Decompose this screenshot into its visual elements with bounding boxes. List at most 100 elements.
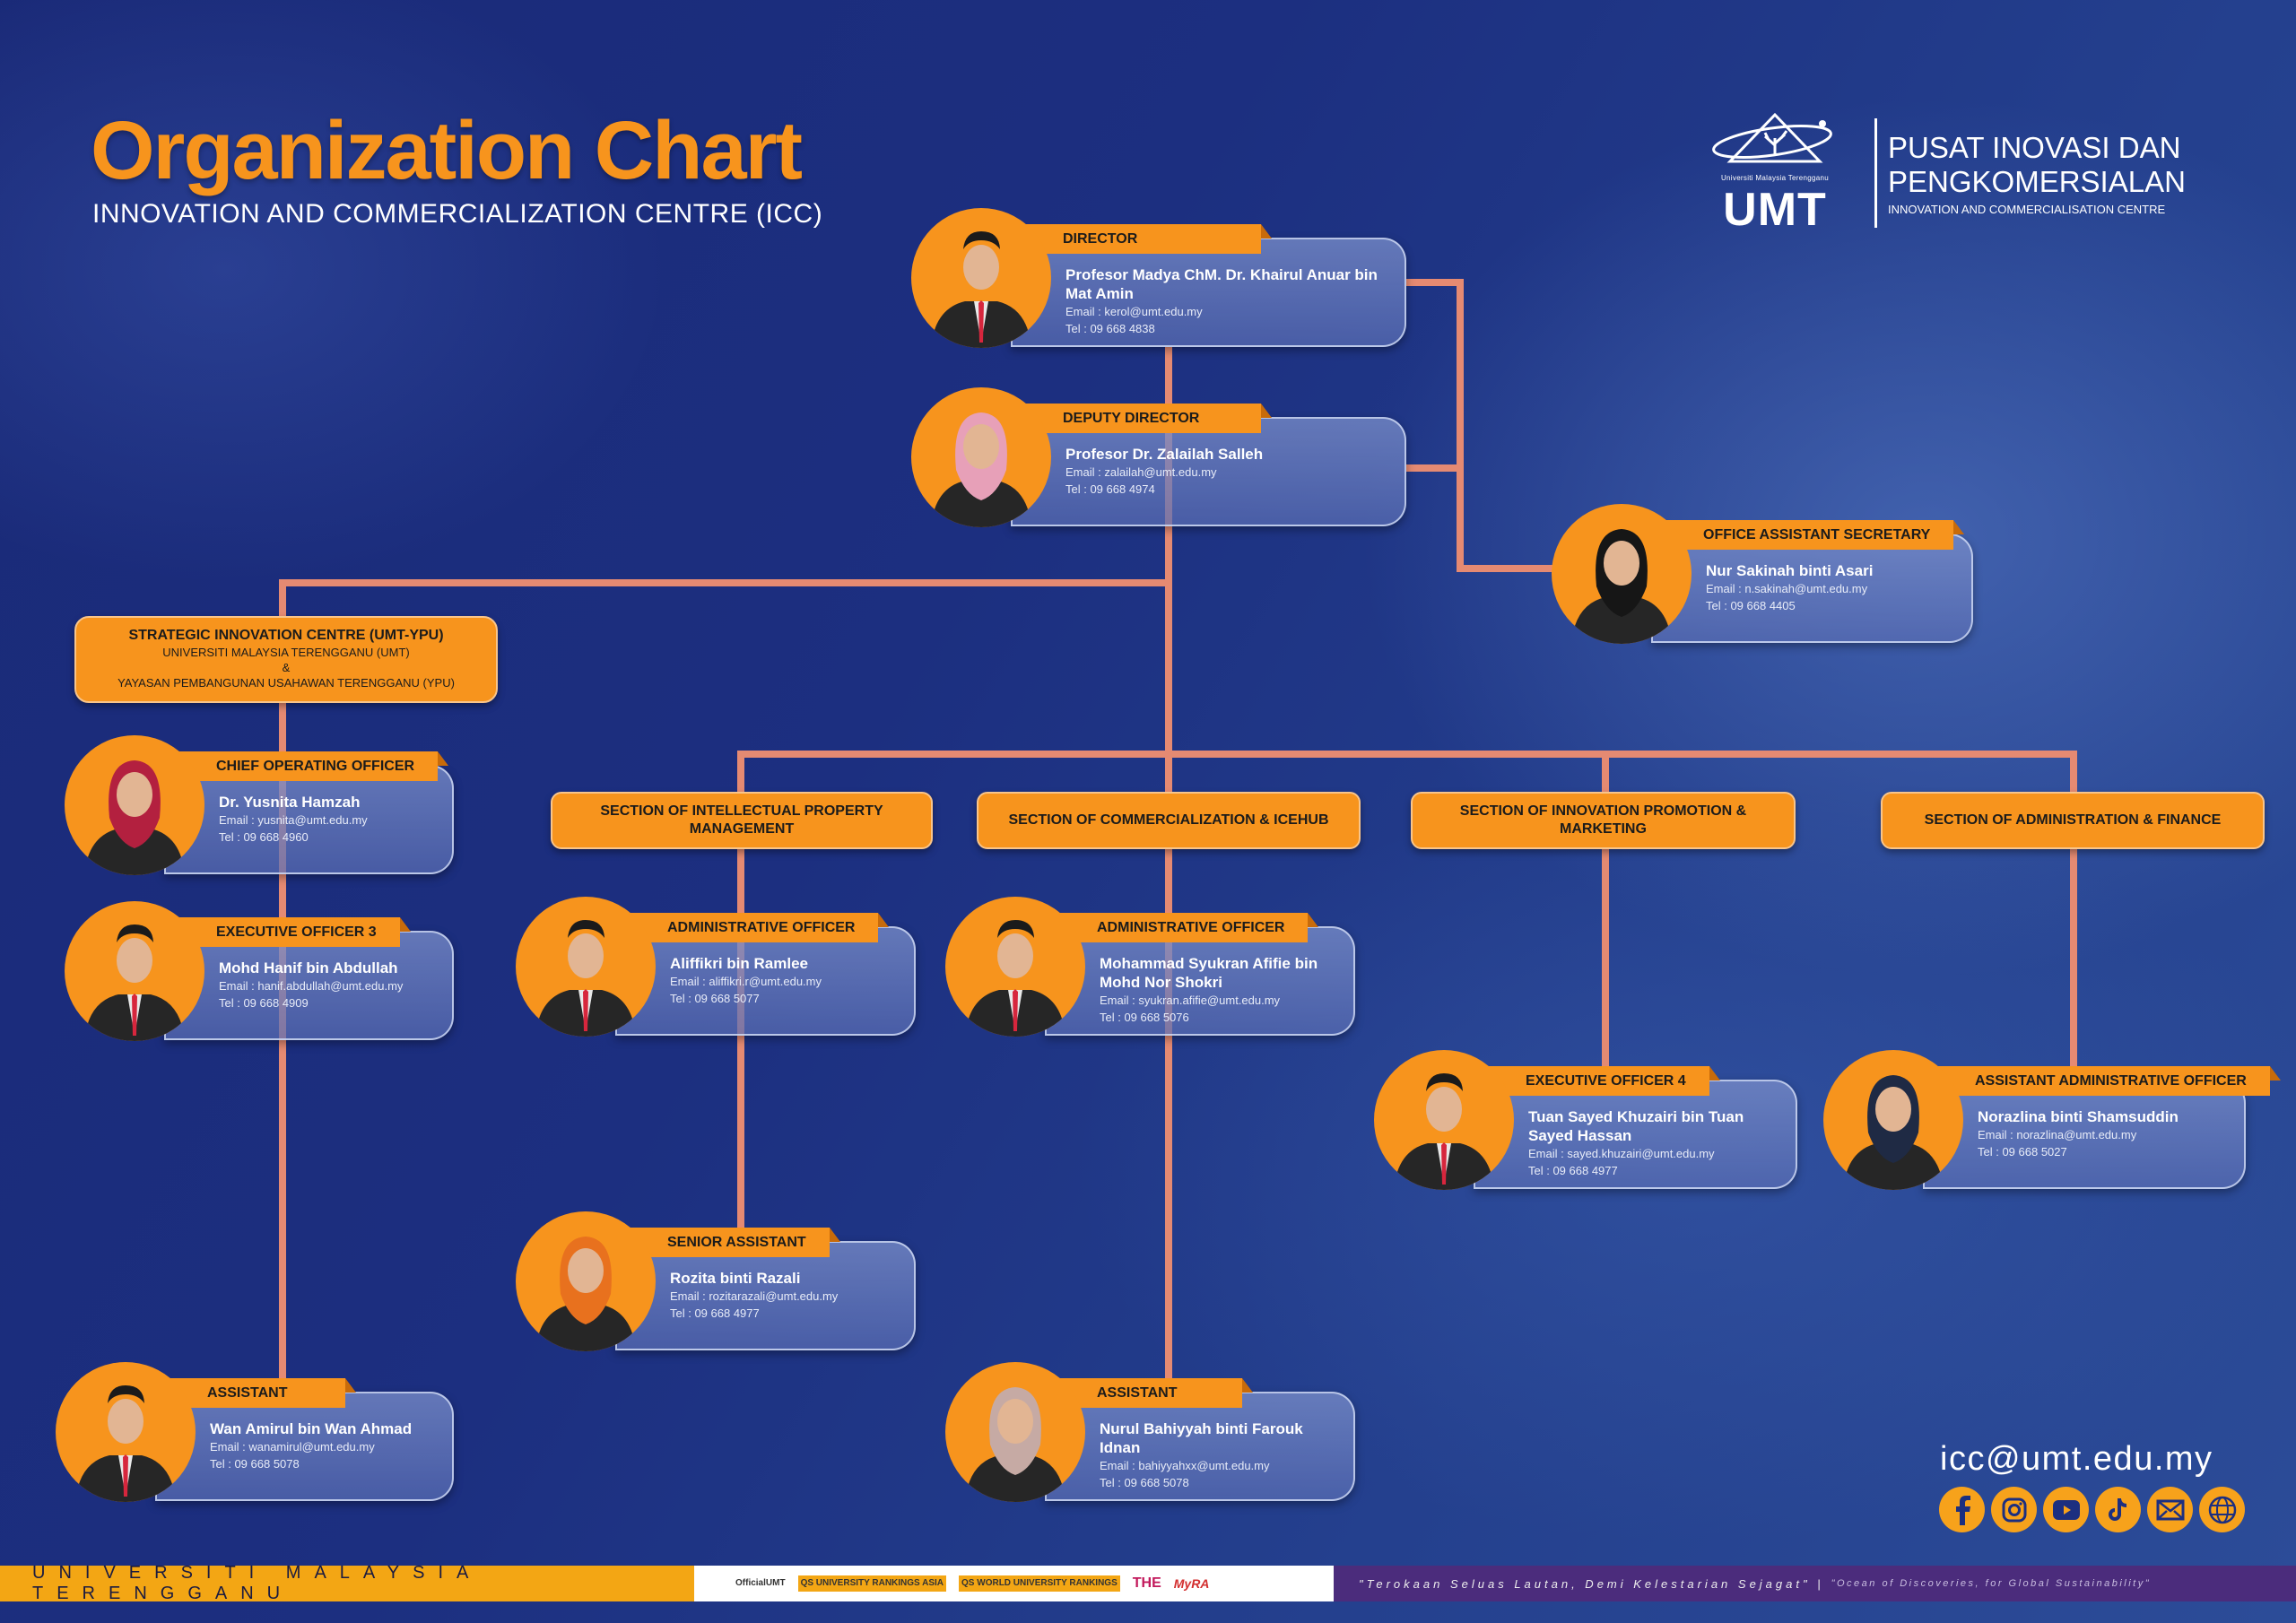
person-photo xyxy=(56,1362,196,1502)
person-email[interactable]: Email : syukran.afifie@umt.edu.my xyxy=(1100,994,1281,1007)
person-role: ASSISTANT xyxy=(207,1385,288,1401)
badge-the: THE xyxy=(1132,1575,1161,1591)
person-phone: Tel : 09 668 5078 xyxy=(1100,1476,1189,1489)
person-phone: Tel : 09 668 5078 xyxy=(210,1457,300,1471)
person-photo xyxy=(65,901,204,1041)
person-phone: Tel : 09 668 4909 xyxy=(219,996,309,1010)
person-role: DIRECTOR xyxy=(1063,231,1138,247)
person-email[interactable]: Email : norazlina@umt.edu.my xyxy=(1978,1128,2137,1141)
mail-icon[interactable] xyxy=(2147,1487,2193,1532)
footer-bar: UNIVERSITI MALAYSIA TERENGGANU OfficialU… xyxy=(0,1563,2296,1603)
person-name: Mohd Hanif bin Abdullah xyxy=(219,959,398,976)
person-silhouette-icon xyxy=(965,1387,1065,1502)
person-silhouette-icon xyxy=(535,1237,636,1351)
person-phone: Tel : 09 668 5027 xyxy=(1978,1145,2067,1159)
section-innovation-promotion: SECTION OF INNOVATION PROMOTION & MARKET… xyxy=(1411,792,1796,849)
person-name: Tuan Sayed Khuzairi bin Tuan Sayed Hassa… xyxy=(1528,1108,1744,1144)
sic-ampersand: & xyxy=(282,661,291,674)
umt-emblem-icon xyxy=(1712,112,1832,163)
person-info-box xyxy=(615,1241,916,1350)
person-role: ADMINISTRATIVE OFFICER xyxy=(1097,920,1285,935)
footer-motto: "Terokaan Seluas Lautan, Demi Kelestaria… xyxy=(1334,1566,2296,1601)
person-email[interactable]: Email : wanamirul@umt.edu.my xyxy=(210,1440,375,1454)
person-name: Dr. Yusnita Hamzah xyxy=(219,794,361,811)
person-role: DEPUTY DIRECTOR xyxy=(1063,411,1200,426)
person-photo xyxy=(1823,1050,1963,1190)
connector-line xyxy=(1406,464,1464,472)
person-email[interactable]: Email : yusnita@umt.edu.my xyxy=(219,813,368,827)
role-banner: DEPUTY DIRECTOR xyxy=(1023,404,1272,433)
person-info-box xyxy=(164,931,454,1040)
role-banner: EXECUTIVE OFFICER 3 xyxy=(177,917,411,947)
role-banner: DIRECTOR xyxy=(1023,224,1272,254)
person-info-box xyxy=(1474,1080,1797,1189)
motto-malay: "Terokaan Seluas Lautan, Demi Kelestaria… xyxy=(1359,1576,1824,1591)
person-email[interactable]: Email : bahiyyahxx@umt.edu.my xyxy=(1100,1459,1270,1472)
person-photo xyxy=(65,735,204,875)
person-info-box xyxy=(1045,926,1355,1036)
person-name: Nurul Bahiyyah binti Farouk Idnan xyxy=(1100,1420,1303,1456)
person-details: Wan Amirul bin Wan Ahmad Email : wanamir… xyxy=(210,1419,445,1472)
person-silhouette-icon xyxy=(84,760,185,875)
person-phone: Tel : 09 668 4405 xyxy=(1706,599,1796,612)
person-details: Tuan Sayed Khuzairi bin Tuan Sayed Hassa… xyxy=(1528,1107,1788,1179)
facebook-icon[interactable] xyxy=(1939,1487,1985,1532)
person-card-assistant-administrative-officer: ASSISTANT ADMINISTRATIVE OFFICER Norazli… xyxy=(1823,1050,2281,1193)
person-name: Profesor Madya ChM. Dr. Khairul Anuar bi… xyxy=(1065,266,1378,302)
page-title: Organization Chart xyxy=(91,105,803,196)
globe-icon[interactable] xyxy=(2199,1487,2245,1532)
person-silhouette-icon xyxy=(931,412,1031,527)
person-info-box xyxy=(1045,1392,1355,1501)
connector-line xyxy=(1602,751,1609,1091)
person-email[interactable]: Email : zalailah@umt.edu.my xyxy=(1065,465,1217,479)
person-email[interactable]: Email : kerol@umt.edu.my xyxy=(1065,305,1203,318)
centre-name-english: INNOVATION AND COMMERCIALISATION CENTRE xyxy=(1888,203,2166,216)
person-photo xyxy=(1552,504,1692,644)
person-email[interactable]: Email : sayed.khuzairi@umt.edu.my xyxy=(1528,1147,1715,1160)
person-card-administrative-officer-commercialization: ADMINISTRATIVE OFFICER Mohammad Syukran … xyxy=(945,897,1355,1040)
person-photo xyxy=(516,897,656,1037)
person-details: Aliffikri bin Ramlee Email : aliffikri.r… xyxy=(670,954,907,1007)
person-role: ASSISTANT xyxy=(1097,1385,1178,1401)
person-email[interactable]: Email : aliffikri.r@umt.edu.my xyxy=(670,975,822,988)
person-role: OFFICE ASSISTANT SECRETARY xyxy=(1703,527,1931,542)
motto-english: "Ocean of Discoveries, for Global Sustai… xyxy=(1831,1578,2152,1589)
sic-umt: UNIVERSITI MALAYSIA TERENGGANU (UMT) xyxy=(162,646,410,659)
person-info-box xyxy=(164,765,454,874)
social-links xyxy=(1939,1487,2245,1532)
tiktok-icon[interactable] xyxy=(2095,1487,2141,1532)
person-info-box xyxy=(615,926,916,1036)
person-name: Nur Sakinah binti Asari xyxy=(1706,562,1874,579)
logo-umt-text: UMT xyxy=(1723,184,1827,236)
person-email[interactable]: Email : rozitarazali@umt.edu.my xyxy=(670,1289,839,1303)
instagram-icon[interactable] xyxy=(1991,1487,2037,1532)
person-role: ADMINISTRATIVE OFFICER xyxy=(667,920,856,935)
role-banner: ASSISTANT xyxy=(1057,1378,1253,1408)
person-details: Nurul Bahiyyah binti Farouk Idnan Email … xyxy=(1100,1419,1346,1491)
centre-name-line2: PENGKOMERSIALAN xyxy=(1888,165,2186,198)
person-photo xyxy=(911,387,1051,527)
person-phone: Tel : 09 668 4838 xyxy=(1065,322,1155,335)
contact-email[interactable]: icc@umt.edu.my xyxy=(1940,1440,2213,1478)
person-silhouette-icon xyxy=(535,920,636,1037)
badge-qs-asia: QS UNIVERSITY RANKINGS ASIA xyxy=(797,1575,947,1592)
page-subtitle: INNOVATION AND COMMERCIALIZATION CENTRE … xyxy=(92,199,823,229)
person-photo xyxy=(516,1211,656,1351)
person-name: Profesor Dr. Zalailah Salleh xyxy=(1065,446,1264,463)
footer-university: UNIVERSITI MALAYSIA TERENGGANU xyxy=(0,1563,694,1603)
role-banner: OFFICE ASSISTANT SECRETARY xyxy=(1664,520,1965,550)
person-email[interactable]: Email : n.sakinah@umt.edu.my xyxy=(1706,582,1868,595)
person-card-assistant-wan-amirul: ASSISTANT Wan Amirul bin Wan Ahmad Email… xyxy=(56,1362,454,1506)
person-role: EXECUTIVE OFFICER 4 xyxy=(1526,1073,1686,1089)
centre-name-line1: PUSAT INOVASI DAN xyxy=(1888,131,2181,164)
person-name: Mohammad Syukran Afifie bin Mohd Nor Sho… xyxy=(1100,955,1318,991)
youtube-icon[interactable] xyxy=(2043,1487,2089,1532)
person-card-executive-officer-4: EXECUTIVE OFFICER 4 Tuan Sayed Khuzairi … xyxy=(1374,1050,1797,1193)
person-card-office-assistant-secretary: OFFICE ASSISTANT SECRETARY Nur Sakinah b… xyxy=(1552,504,1973,647)
person-email[interactable]: Email : hanif.abdullah@umt.edu.my xyxy=(219,979,404,993)
role-banner: CHIEF OPERATING OFFICER xyxy=(177,751,449,781)
person-details: Rozita binti Razali Email : rozitarazali… xyxy=(670,1269,907,1322)
section-administration-finance: SECTION OF ADMINISTRATION & FINANCE xyxy=(1881,792,2265,849)
role-banner: ASSISTANT xyxy=(168,1378,356,1408)
role-banner: ADMINISTRATIVE OFFICER xyxy=(628,913,890,942)
